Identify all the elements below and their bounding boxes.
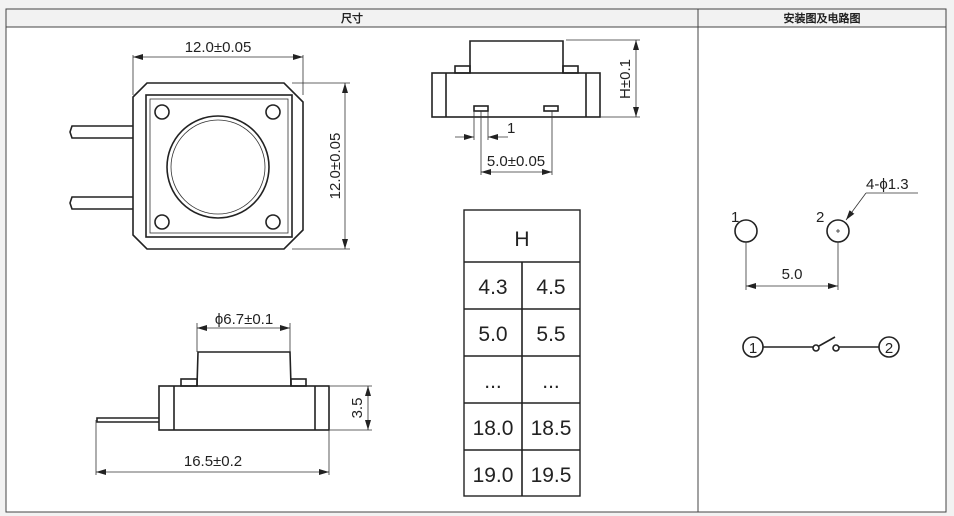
- top-height-label: 12.0±0.05: [327, 133, 344, 200]
- table-cell: 5.0: [478, 323, 507, 346]
- header-dimensions: 尺寸: [341, 11, 363, 25]
- table-row: 19.0 19.5: [473, 464, 572, 487]
- pin1-label: 1: [731, 209, 739, 226]
- body-height-label: 3.5: [349, 398, 366, 419]
- table-header-h: H: [514, 228, 529, 251]
- circuit-node-1: 1: [749, 340, 757, 357]
- pin-pitch-label: 5.0±0.05: [487, 153, 545, 170]
- table-cell: 5.5: [536, 323, 565, 346]
- h-tolerance-label: H±0.1: [617, 59, 634, 99]
- table-row: 18.0 18.5: [473, 417, 572, 440]
- side-view-upper: [431, 39, 640, 175]
- circuit-node-2: 2: [885, 340, 893, 357]
- header-installation: 安装图及电路图: [784, 11, 861, 25]
- height-table: H 4.3 4.5 5.0 5.5 ... ... 18.0 18.5 19.0…: [463, 209, 581, 497]
- spacing-label: 5.0: [782, 266, 803, 283]
- button-diameter-label: ϕ6.7±0.1: [215, 311, 273, 328]
- table-cell: 18.0: [473, 417, 514, 440]
- table-cell: 19.0: [473, 464, 514, 487]
- table-cell: 4.3: [478, 276, 507, 299]
- pin-width-label: 1: [507, 120, 515, 137]
- circuit-diagram: [742, 336, 900, 358]
- total-length-label: 16.5±0.2: [184, 453, 242, 470]
- hole-spec-label: 4-ϕ1.3: [866, 176, 909, 193]
- table-cell: 4.5: [536, 276, 565, 299]
- table-cell: 18.5: [531, 417, 572, 440]
- top-view: [69, 54, 350, 250]
- side-view-lower: [95, 323, 372, 475]
- table-cell: ...: [484, 370, 502, 393]
- pin2-label: 2: [816, 209, 824, 226]
- table-row: ... ...: [484, 370, 560, 393]
- top-width-label: 12.0±0.05: [185, 39, 252, 56]
- table-row: 5.0 5.5: [478, 323, 565, 346]
- table-cell: 19.5: [531, 464, 572, 487]
- table-cell: ...: [542, 370, 560, 393]
- pcb-layout: [734, 192, 918, 290]
- table-row: 4.3 4.5: [478, 276, 565, 299]
